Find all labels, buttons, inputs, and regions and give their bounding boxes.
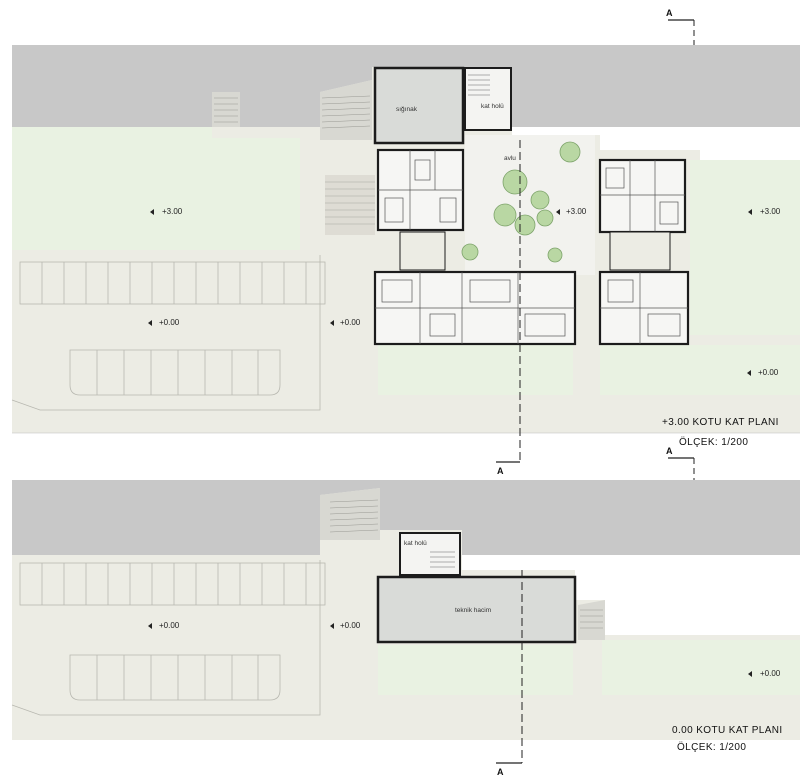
ramp-bottom [320,488,380,540]
level-label: +3.00 [162,207,183,216]
technical-room-label: teknik hacim [455,607,491,614]
level-label: +0.00 [159,318,180,327]
level-marker: +3.00 [556,207,587,216]
lawn-bottom-a [378,645,573,695]
level-marker: +3.00 [150,207,183,216]
section-mark: A [666,8,673,18]
lawn-bottom-b [602,640,800,695]
level-label: +0.00 [340,318,361,327]
parking-row-bottom [19,562,326,606]
parking-island-bottom [69,654,281,701]
level-marker: +3.00 [748,207,781,216]
section-line-bottom: A A [496,446,695,777]
level-label: +0.00 [760,669,781,678]
shelter-label: sığınak [396,106,418,113]
level-label: +0.00 [340,621,361,630]
section-mark: A [497,767,504,777]
section-mark: A [497,466,504,476]
floor-hall-label-bottom: kat holü [404,540,427,547]
floor-hall-top [464,67,512,131]
level-marker: +0.00 [330,621,361,630]
ramp-area [320,80,372,140]
level-marker: +0.00 [148,621,180,630]
plan-top-title: +3.00 KOTU KAT PLANI [662,417,779,428]
lawn-left [12,127,300,250]
level-label: +3.00 [566,207,587,216]
level-marker: +0.00 [148,318,180,327]
level-marker: +0.00 [747,368,779,377]
level-label: +3.00 [760,207,781,216]
plan-bottom: kat holü teknik hacim +0.00 +0.00 +0.00 … [11,480,800,753]
courtyard-label: avlu [504,155,516,162]
unit-row-bottom-right [598,270,690,346]
parking-row-top [19,261,326,305]
unit-right-top [598,158,687,234]
level-label: +0.00 [758,368,779,377]
level-marker: +0.00 [330,318,361,327]
plan-top-scale: ÖLÇEK: 1/200 [679,436,748,448]
parking-island-top [69,349,281,396]
plan-top: sığınak kat holü avlu +3.00 +3.00 +3.00 … [11,45,800,448]
section-mark: A [666,446,673,456]
shelter-room [373,66,465,145]
technical-room [376,575,577,644]
floor-hall-label-top: kat holü [481,103,504,110]
plan-bottom-scale: ÖLÇEK: 1/200 [677,741,746,753]
lawn-bottom-mid [378,345,573,395]
section-line-top: A A [496,8,695,476]
floor-hall-bottom [399,532,461,576]
steps-left [325,175,375,235]
unit-row-bottom-left [373,270,577,346]
lawn-bottom-right [600,345,800,395]
courtyard-trees [461,141,581,263]
lawn-right [690,160,800,335]
level-label: +0.00 [159,621,180,630]
plan-bottom-title: 0.00 KOTU KAT PLANI [672,725,783,736]
level-marker: +0.00 [748,669,781,678]
unit-left-top [376,148,465,232]
